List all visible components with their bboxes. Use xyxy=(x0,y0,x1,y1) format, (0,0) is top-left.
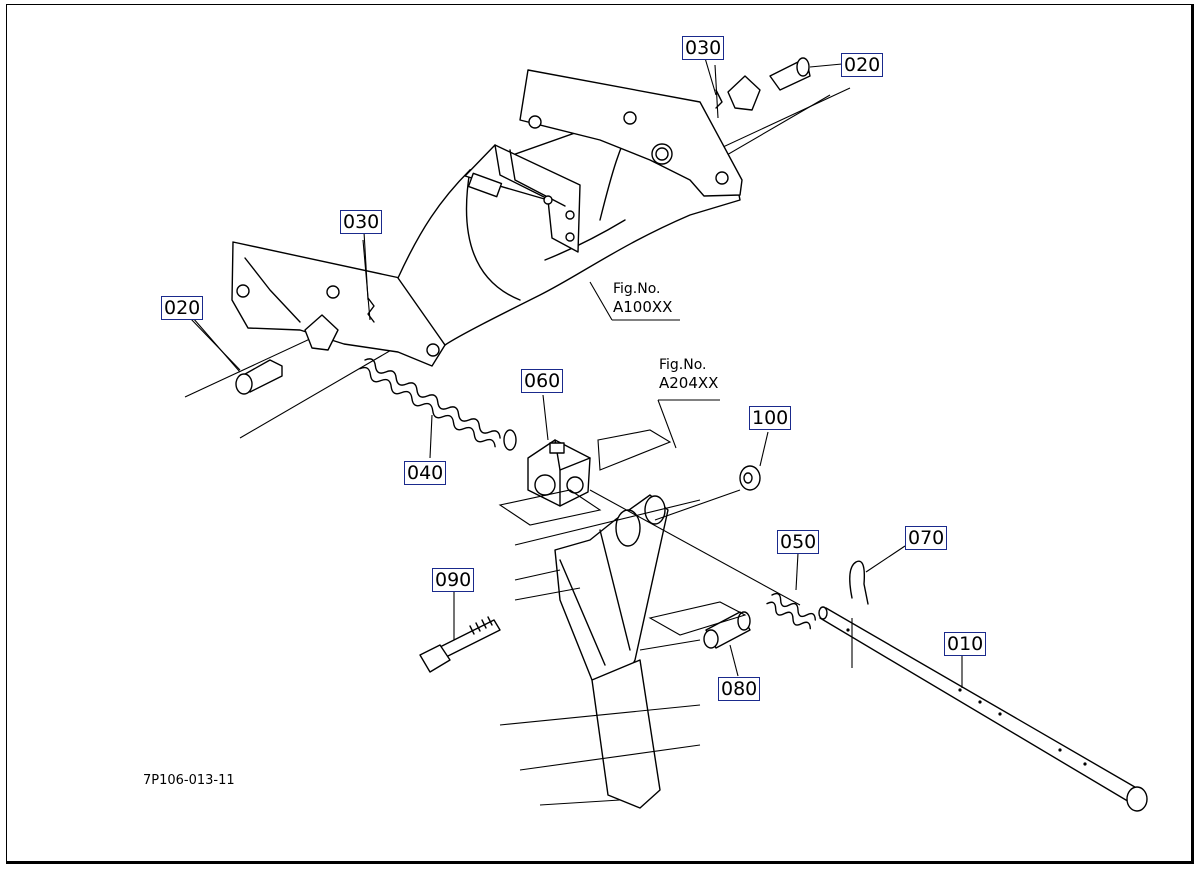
fig-ref-a100-line1: Fig.No. xyxy=(613,281,661,297)
drawing-code: 7P106-013-11 xyxy=(143,773,235,788)
part-label-030-left[interactable]: 030 xyxy=(340,210,383,234)
part-label-100[interactable]: 100 xyxy=(749,406,792,430)
fig-ref-a100-line2: A100XX xyxy=(613,298,673,316)
fig-ref-a204[interactable]: Fig.No. A204XX xyxy=(659,356,718,392)
part-label-010[interactable]: 010 xyxy=(944,632,987,656)
part-label-050[interactable]: 050 xyxy=(777,530,820,554)
drawing-frame xyxy=(6,4,1194,864)
washer-100 xyxy=(739,465,761,491)
fig-ref-a100[interactable]: Fig.No. A100XX xyxy=(613,280,672,316)
part-label-030-top[interactable]: 030 xyxy=(682,36,725,60)
spring-050 xyxy=(766,592,817,630)
part-label-090[interactable]: 090 xyxy=(432,568,475,592)
clip-070 xyxy=(849,560,869,605)
pedal-arm xyxy=(554,494,669,809)
clip-bracket-left xyxy=(304,314,339,351)
part-label-040[interactable]: 040 xyxy=(404,461,447,485)
part-label-020-top[interactable]: 020 xyxy=(841,53,884,77)
fig-ref-a204-line2: A204XX xyxy=(659,374,719,392)
part-label-020-left[interactable]: 020 xyxy=(161,296,204,320)
clip-bracket-top xyxy=(727,75,761,111)
part-label-070[interactable]: 070 xyxy=(905,526,948,550)
rod-010 xyxy=(818,606,1148,812)
block-060 xyxy=(527,439,591,507)
right-bracket-plate xyxy=(519,69,743,197)
part-label-080[interactable]: 080 xyxy=(718,677,761,701)
part-label-060[interactable]: 060 xyxy=(521,369,564,393)
bolt-090 xyxy=(419,616,501,673)
fig-ref-a204-line1: Fig.No. xyxy=(659,357,707,373)
bushing-080 xyxy=(703,611,751,649)
spring-040 xyxy=(359,358,517,451)
